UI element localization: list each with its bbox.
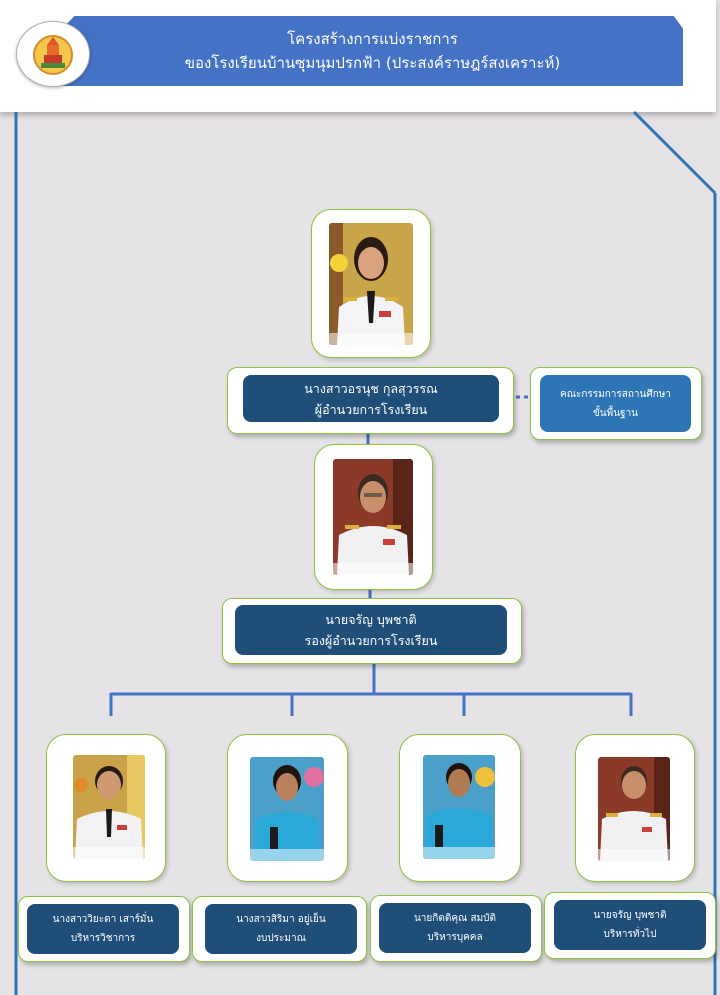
dept-name: นายจรัญ บุพชาติ xyxy=(593,910,667,921)
dept-photo-academic xyxy=(73,755,145,859)
director-position: ผู้อำนวยการโรงเรียน xyxy=(314,401,428,417)
dept-role: บริหารบุคคล xyxy=(427,932,483,943)
dept-name: นางสาวสิริมา อยู่เย็น xyxy=(236,914,326,925)
deputy-label-card: นายจรัญ บุพชาติ รองผู้อำนวยการโรงเรียน xyxy=(222,598,522,664)
committee-card: คณะกรรมการสถานศึกษา ขั้นพื้นฐาน xyxy=(530,367,702,440)
dept-label-card-general: นายจรัญ บุพชาติ บริหารทั่วไป xyxy=(544,892,716,959)
dept-name: นายกิตติคุณ สมบัติ xyxy=(413,913,497,924)
deputy-label: นายจรัญ บุพชาติ รองผู้อำนวยการโรงเรียน xyxy=(235,605,507,655)
title-banner: โครงสร้างการแบ่งราชการ ของโรงเรียนบ้านซุ… xyxy=(62,16,683,86)
deputy-name: นายจรัญ บุพชาติ xyxy=(325,612,417,627)
committee-label: คณะกรรมการสถานศึกษา ขั้นพื้นฐาน xyxy=(540,375,691,432)
dept-label-personnel: นายกิตติคุณ สมบัติ บริหารบุคคล xyxy=(379,903,531,953)
title-line-2: ของโรงเรียนบ้านซุมนุมปรกฟ้า (ประสงค์ราษฎ… xyxy=(184,54,561,72)
dept-label-budget: นางสาวสิริมา อยู่เย็น งบประมาณ xyxy=(205,904,357,954)
dept-photo-card-budget xyxy=(227,734,348,882)
director-name: นางสาวอรนุช กุลสุวรรณ xyxy=(304,380,438,396)
school-logo xyxy=(16,21,90,87)
dept-name: นางสาววิยะดา เสาร์มั่น xyxy=(52,914,154,925)
dept-label-card-budget: นางสาวสิริมา อยู่เย็น งบประมาณ xyxy=(192,896,367,962)
dept-photo-card-general xyxy=(575,734,695,882)
director-photo-card xyxy=(311,209,431,358)
dept-label-card-academic: นางสาววิยะดา เสาร์มั่น บริหารวิชาการ xyxy=(18,896,190,962)
dept-label-general: นายจรัญ บุพชาติ บริหารทั่วไป xyxy=(554,900,706,950)
dept-photo-budget xyxy=(250,757,324,861)
deputy-photo-card xyxy=(314,444,433,590)
committee-line-1: คณะกรรมการสถานศึกษา xyxy=(560,388,671,400)
dept-photo-card-personnel xyxy=(399,734,521,882)
dept-role: งบประมาณ xyxy=(256,933,306,944)
dept-photo-general xyxy=(598,757,670,861)
dept-role: บริหารทั่วไป xyxy=(603,929,657,940)
deputy-photo xyxy=(333,459,413,575)
dept-label-card-personnel: นายกิตติคุณ สมบัติ บริหารบุคคล xyxy=(370,895,542,962)
title-line-1: โครงสร้างการแบ่งราชการ xyxy=(287,30,458,48)
director-label-card: นางสาวอรนุช กุลสุวรรณ ผู้อำนวยการโรงเรีย… xyxy=(227,367,514,434)
dept-photo-card-academic xyxy=(46,734,166,882)
director-photo xyxy=(329,223,413,345)
director-label: นางสาวอรนุช กุลสุวรรณ ผู้อำนวยการโรงเรีย… xyxy=(243,375,499,422)
committee-line-2: ขั้นพื้นฐาน xyxy=(592,407,639,419)
dept-role: บริหารวิชาการ xyxy=(70,933,136,944)
emblem-icon xyxy=(33,35,73,75)
dept-photo-personnel xyxy=(423,755,495,859)
dept-label-academic: นางสาววิยะดา เสาร์มั่น บริหารวิชาการ xyxy=(27,904,179,954)
deputy-position: รองผู้อำนวยการโรงเรียน xyxy=(304,633,438,648)
